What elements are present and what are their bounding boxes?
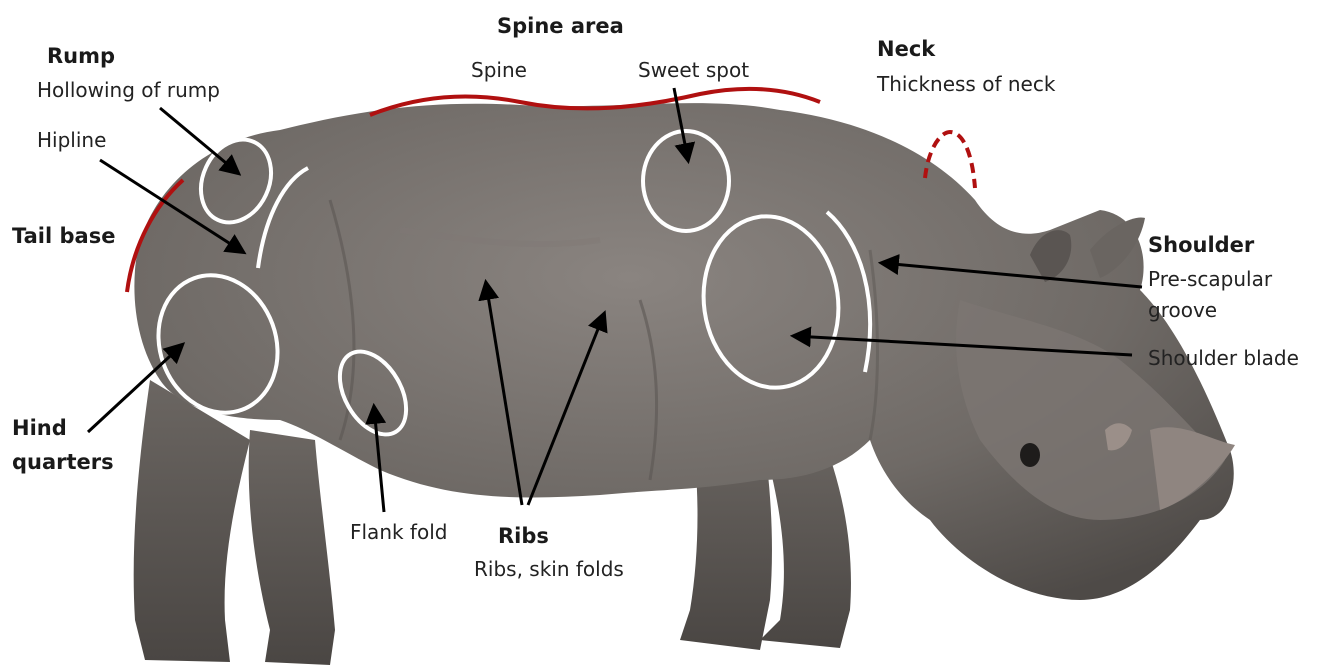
rump-sub: Hollowing of rump	[37, 78, 220, 102]
flank-fold-label: Flank fold	[350, 520, 447, 544]
ribs-title: Ribs	[498, 524, 549, 549]
rhino-body	[134, 103, 1235, 665]
tail-base-label: Tail base	[12, 224, 115, 249]
pre-scapular-label-2: groove	[1148, 298, 1217, 322]
spine-label: Spine	[471, 58, 527, 82]
spine-area-title: Spine area	[497, 14, 624, 39]
hind-quarters-label-1: Hind	[12, 416, 67, 441]
hind-quarters-label-2: quarters	[12, 450, 114, 475]
hipline-label: Hipline	[37, 128, 106, 152]
rump-title: Rump	[47, 44, 115, 69]
shoulder-blade-label: Shoulder blade	[1148, 346, 1299, 370]
pre-scapular-label-1: Pre-scapular	[1148, 267, 1272, 291]
neck-title: Neck	[877, 37, 935, 62]
sweet-spot-label: Sweet spot	[638, 58, 749, 82]
ribs-sub: Ribs, skin folds	[474, 557, 624, 581]
shoulder-title: Shoulder	[1148, 233, 1254, 258]
neck-sub: Thickness of neck	[877, 72, 1055, 96]
